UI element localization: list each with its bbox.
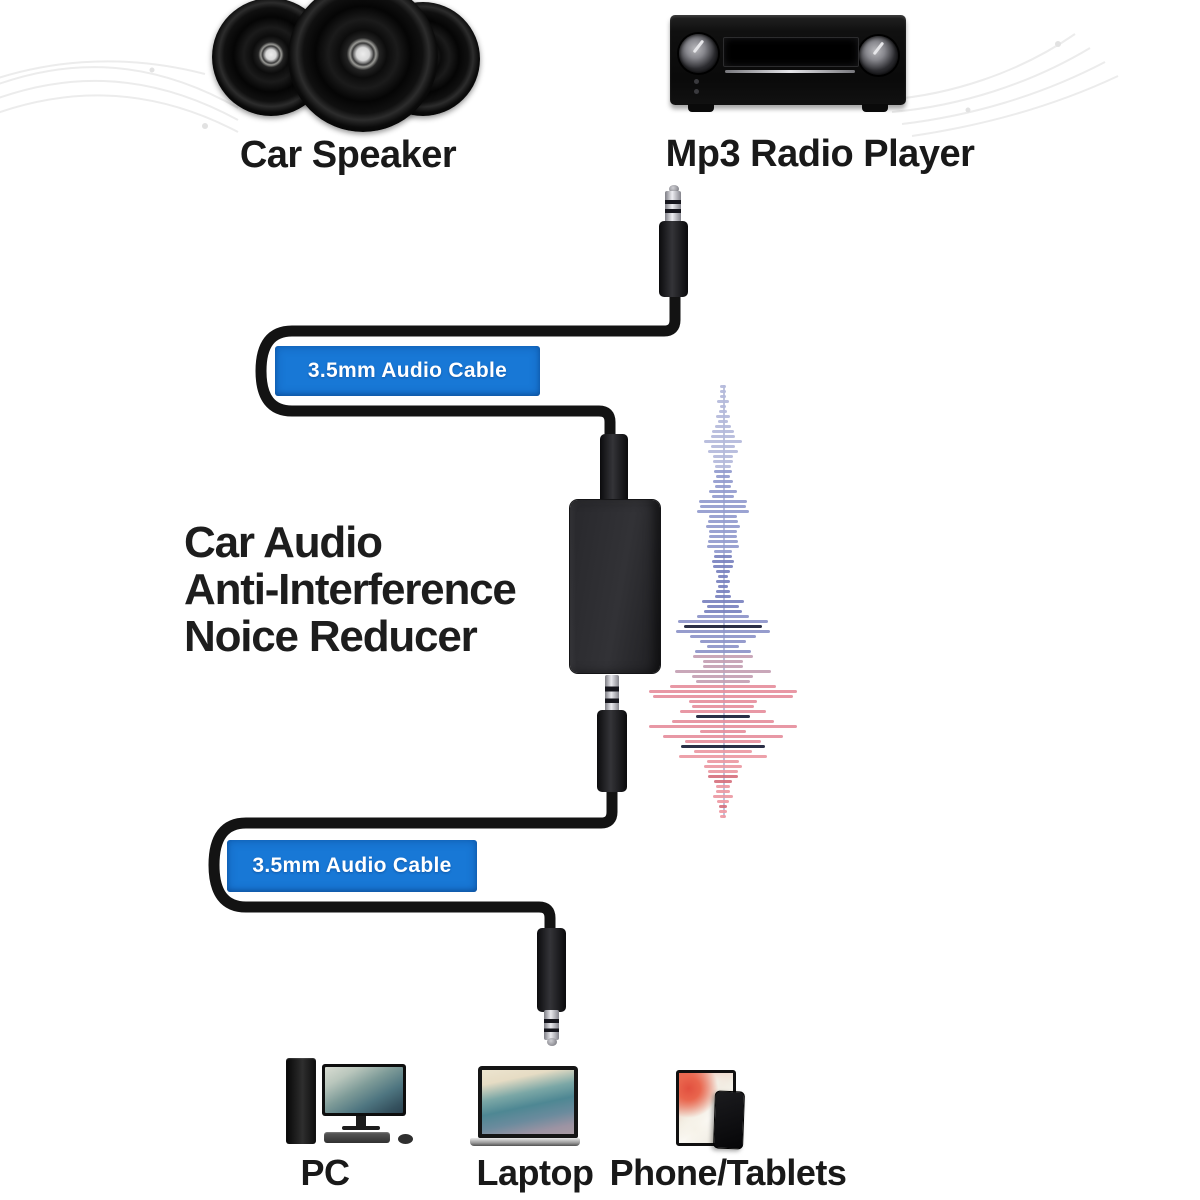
- radio-foot: [688, 104, 714, 112]
- car-speaker-label: Car Speaker: [239, 134, 457, 176]
- radio-knob-right-icon: [859, 36, 898, 75]
- pc-mouse-icon: [398, 1134, 413, 1144]
- radio-display: [723, 37, 859, 67]
- mp3-radio-player-icon: [670, 15, 906, 112]
- pc-keyboard-icon: [324, 1132, 390, 1143]
- cable-label-first: 3.5mm Audio Cable: [275, 346, 540, 396]
- laptop-base-icon: [470, 1138, 580, 1146]
- top-plug-shaft-icon: [665, 191, 681, 223]
- pc-monitor-stand: [356, 1116, 366, 1126]
- bottom-plug-shaft-icon: [544, 1010, 559, 1040]
- laptop-screen-image: [482, 1070, 574, 1134]
- reducer-title-line1: Car Audio: [184, 518, 383, 567]
- radio-trim-line: [725, 70, 855, 73]
- pc-monitor-icon: [322, 1064, 406, 1116]
- radio-button-dot: [694, 79, 699, 84]
- mp3-player-label: Mp3 Radio Player: [665, 133, 975, 175]
- phone-icon: [712, 1090, 746, 1150]
- pc-tower-icon: [286, 1058, 316, 1144]
- laptop-screen-icon: [478, 1066, 578, 1138]
- top-plug-body-icon: [659, 221, 688, 297]
- pc-monitor-screen: [325, 1067, 403, 1113]
- cable-top-path: [255, 286, 681, 450]
- noise-reducer-box-icon: [570, 500, 660, 673]
- cable-label-second: 3.5mm Audio Cable: [227, 840, 477, 892]
- car-speaker-center-icon: [288, 0, 438, 132]
- bottom-plug-body-icon: [537, 928, 566, 1012]
- pc-monitor-base: [342, 1126, 380, 1130]
- laptop-label: Laptop: [476, 1152, 594, 1193]
- pc-label: PC: [300, 1152, 350, 1193]
- radio-foot: [862, 104, 888, 112]
- reducer-title-line3: Noice Reducer: [184, 612, 478, 661]
- cable-label-first-text: 3.5mm Audio Cable: [307, 359, 508, 382]
- phone-tablets-label: Phone/Tablets: [609, 1152, 847, 1193]
- radio-button-dot: [694, 89, 699, 94]
- bottom-plug-tip-icon: [547, 1038, 557, 1046]
- reducer-title-line2: Anti-Interference: [184, 565, 517, 614]
- reducer-output-shaft-icon: [605, 675, 619, 713]
- cable-label-second-text: 3.5mm Audio Cable: [252, 854, 452, 877]
- cable-bottom-path: [208, 782, 618, 944]
- reducer-output-plug-icon: [597, 710, 627, 792]
- reducer-input-plug-icon: [600, 434, 628, 504]
- top-plug-tip-icon: [669, 185, 679, 193]
- radio-knob-left-icon: [679, 34, 718, 73]
